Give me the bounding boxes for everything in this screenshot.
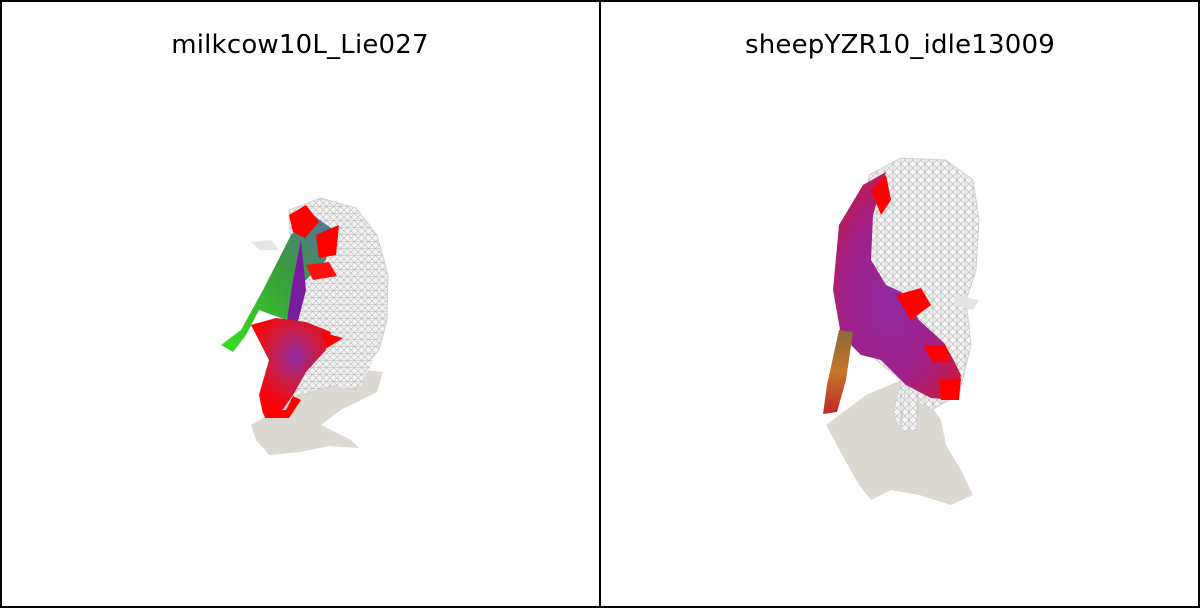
cow-head — [251, 318, 331, 414]
cow-leg-colored — [221, 215, 331, 352]
cow-render — [221, 197, 389, 455]
sheep-body-colored — [833, 172, 961, 400]
shadow — [826, 380, 973, 505]
panel-title-left: milkcow10L_Lie027 — [171, 30, 429, 60]
cow-horn — [251, 240, 279, 250]
right-panel: sheepYZR10_idle13009 — [601, 0, 1199, 608]
panel-title-right: sheepYZR10_idle13009 — [744, 30, 1056, 60]
shadow — [251, 368, 383, 455]
sheep-ear — [953, 295, 979, 310]
left-panel: milkcow10L_Lie027 — [1, 0, 599, 608]
sheep-leg-colored — [823, 330, 853, 414]
panel-divider — [599, 0, 601, 608]
sheep-render — [823, 157, 980, 505]
